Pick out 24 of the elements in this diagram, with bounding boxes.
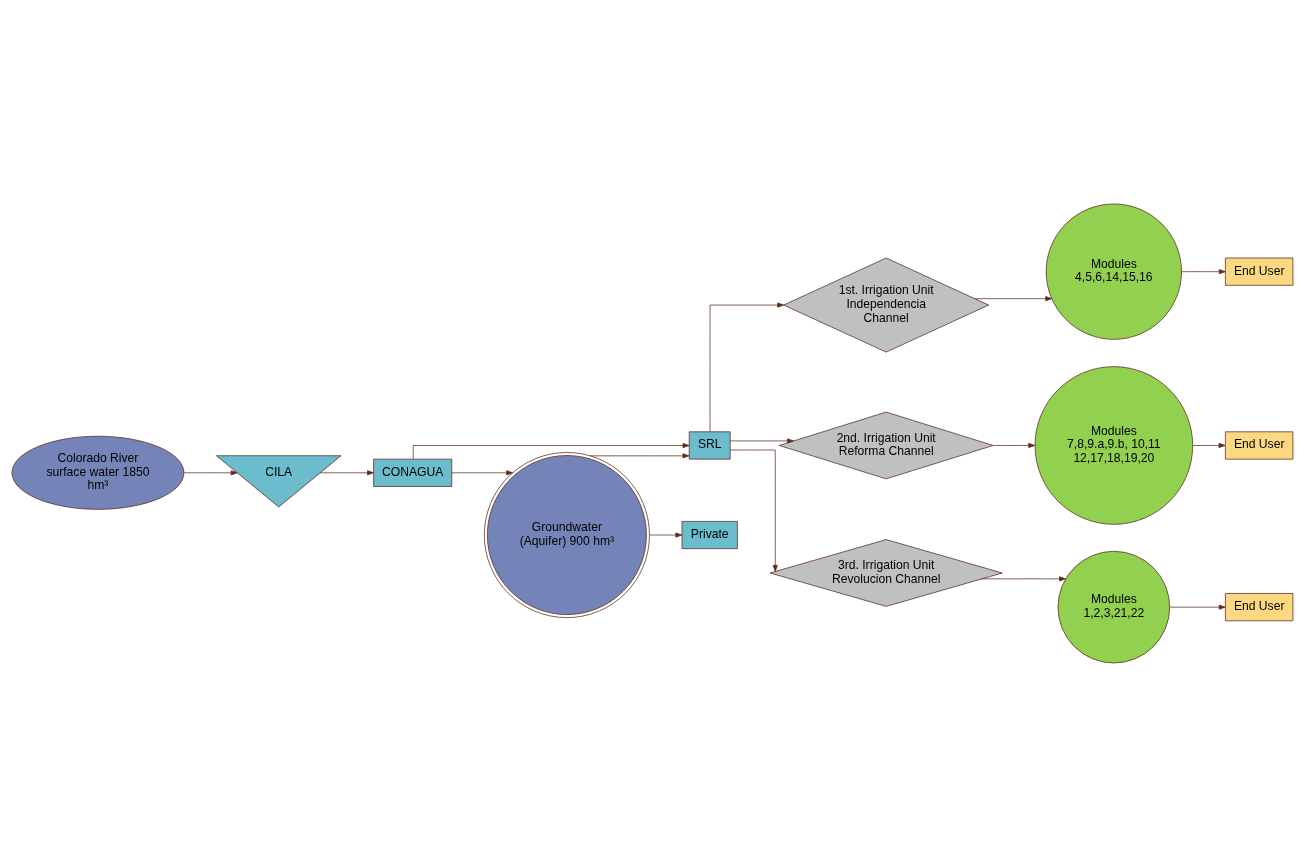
arrow <box>709 302 785 432</box>
arrow <box>589 452 690 458</box>
node-diamond: 1st. Irrigation Unit Independencia Channel <box>783 257 990 352</box>
node-box: Private <box>681 520 738 549</box>
node-diamond: 2nd. Irrigation Unit Reforma Channel <box>778 411 994 479</box>
arrow <box>1181 268 1226 274</box>
arrow <box>992 442 1036 448</box>
node-box: End User <box>1225 257 1294 286</box>
arrow <box>1192 442 1226 448</box>
node-ellipse: Colorado River surface water 1850 hm³ <box>11 435 185 510</box>
arrow <box>730 449 778 572</box>
node-box: End User <box>1225 430 1294 459</box>
arrow <box>183 469 238 475</box>
arrow <box>981 575 1066 581</box>
node-box: CONAGUA <box>373 458 453 487</box>
arrow <box>451 469 514 475</box>
arrow <box>974 295 1053 301</box>
arrow <box>649 532 683 538</box>
arrow <box>320 469 374 475</box>
node-box: SRL <box>688 430 731 459</box>
arrow <box>729 437 794 443</box>
node-box: End User <box>1225 592 1294 621</box>
arrow <box>1169 604 1226 610</box>
node-circle: Modules 7,8,9.a,9.b, 10,11 12,17,18,19,20 <box>1034 365 1194 525</box>
